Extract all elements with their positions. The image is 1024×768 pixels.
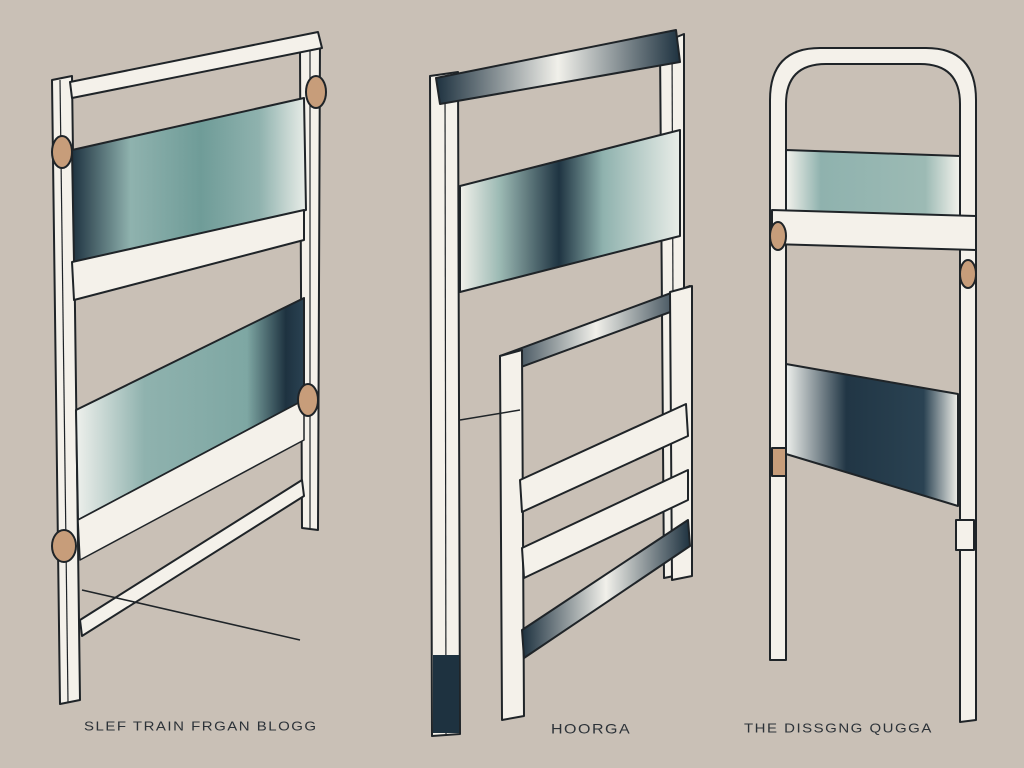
caption-middle: HOORGA [551,722,632,737]
left-chair-cross-brace [79,479,305,637]
left-chair-top-rail [69,31,323,99]
right-folding-chair [769,47,977,723]
left-folding-chair [51,31,327,705]
left-chair-hinge-middle [297,383,319,417]
right-chair-hinge-right [959,259,977,289]
right-chair-hinge-left [769,221,787,251]
left-chair-hinge-bottom [51,529,77,563]
caption-left: SLEF TRAIN FRGAN BLOGG [84,719,318,734]
middle-chair-backrest-fabric [459,129,681,293]
middle-chair-seat-slat-1 [519,403,689,513]
middle-chair-seat-slat-2 [521,469,689,579]
left-chair-backrest-fabric [71,97,307,263]
left-chair-hinge-top-right [305,75,327,109]
middle-chair-seat-slat-3 [521,519,691,659]
middle-folding-chair [429,29,693,737]
right-chair-top-loop [769,47,977,723]
right-chair-bracket [771,447,787,477]
right-chair-seat-fabric [785,363,959,507]
caption-right: THE DISSGNG QUGGA [744,721,933,736]
middle-chair-top-rail [435,29,681,105]
left-chair-hinge-top [51,135,73,169]
